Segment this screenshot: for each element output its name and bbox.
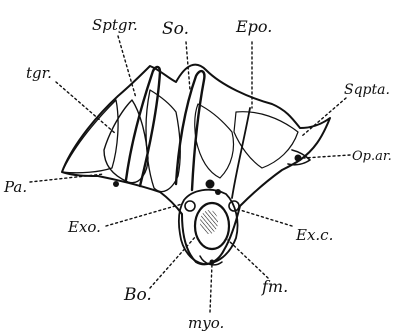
label-tgr: tgr. xyxy=(26,64,52,82)
label-exc: Ex.c. xyxy=(295,226,333,244)
left-condyle xyxy=(185,201,195,211)
leader-fm xyxy=(228,240,268,278)
leader-myo xyxy=(210,264,212,312)
upper-knob-1 xyxy=(206,180,215,189)
label-exo: Exo. xyxy=(67,218,101,236)
label-so: So. xyxy=(162,19,189,39)
leader-exc xyxy=(240,210,292,226)
label-opar: Op.ar. xyxy=(352,149,392,164)
leader-lines xyxy=(30,36,350,312)
leader-opar xyxy=(304,155,350,158)
right-knob xyxy=(295,155,302,162)
leader-bo xyxy=(150,236,196,288)
upper-knob-2 xyxy=(215,189,221,195)
label-myo: myo. xyxy=(188,314,224,332)
label-sptgr: Sptgr. xyxy=(92,16,138,34)
label-fm: fm. xyxy=(261,277,288,296)
skull-drawing xyxy=(62,65,330,265)
label-pa: Pa. xyxy=(3,178,27,196)
labels: Sptgr. So. Epo. tgr. Sqpta. Op.ar. Pa. E… xyxy=(3,16,392,332)
label-epo: Epo. xyxy=(235,17,272,36)
label-sqpta: Sqpta. xyxy=(344,82,390,98)
basal-knob xyxy=(210,260,215,265)
left-knob xyxy=(113,181,119,187)
right-center-region xyxy=(195,104,234,178)
foramen-shade xyxy=(200,210,218,234)
leader-exo xyxy=(106,204,182,226)
label-bo: Bo. xyxy=(123,285,152,305)
